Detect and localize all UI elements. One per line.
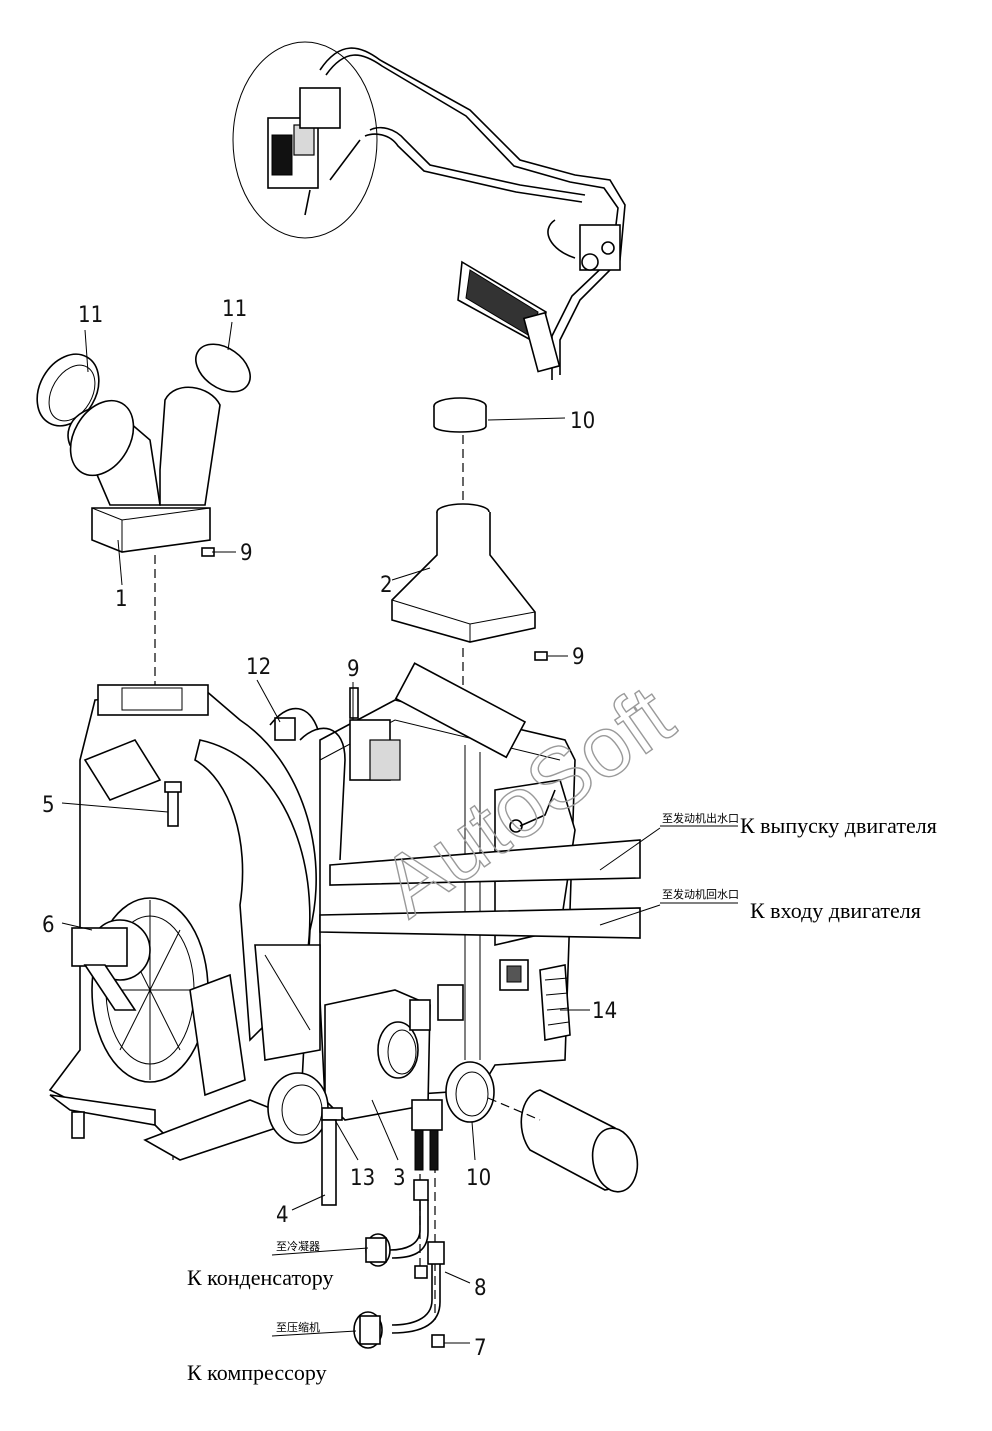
callout-8: 8	[474, 1276, 487, 1301]
callout-9c: 9	[347, 657, 360, 682]
callout-3: 3	[393, 1166, 406, 1191]
callout-1: 1	[115, 587, 128, 612]
callout-6: 6	[42, 913, 55, 938]
callout-4: 4	[276, 1203, 289, 1228]
label-compressor-cn: 至压缩机	[276, 1320, 320, 1334]
callout-11b: 11	[222, 297, 247, 322]
engine-water-pipes	[319, 839, 641, 939]
label-engine-inlet-ru: К входу двигателя	[750, 898, 921, 923]
expansion-valve-detail	[267, 87, 341, 216]
callout-9b: 9	[572, 645, 585, 670]
callout-9a: 9	[240, 541, 253, 566]
heat-exchanger-core	[457, 260, 561, 373]
callout-2: 2	[380, 573, 393, 598]
callout-5: 5	[42, 793, 55, 818]
cap-10-top	[433, 397, 487, 433]
lower-refrigerant-lines	[353, 1179, 445, 1349]
label-compressor-ru: К компрессору	[187, 1360, 327, 1385]
callout-numbers: 11 11 1 9 10 2 9 12 9 5 6 14 13 3 10 4 8…	[42, 297, 617, 1361]
callout-14: 14	[592, 999, 617, 1024]
label-condenser-cn: 至冷凝器	[276, 1239, 320, 1253]
label-condenser-ru: К конденсатору	[187, 1265, 334, 1290]
callout-11a: 11	[78, 303, 103, 328]
leader-lines	[61, 321, 661, 1344]
callout-12: 12	[246, 655, 271, 680]
hvac-main-housing	[48, 662, 641, 1206]
outlet-duct-2	[391, 503, 536, 643]
refrigerant-piping-assembly	[232, 41, 626, 380]
callout-10a: 10	[570, 409, 595, 434]
blower-fan-6	[71, 897, 209, 1083]
callout-10b: 10	[466, 1166, 491, 1191]
connection-labels: 至发动机出水口 К выпуску двигателя 至发动机回水口 К вх…	[187, 811, 937, 1385]
label-engine-outlet-ru: К выпуску двигателя	[740, 813, 937, 838]
duct-y-branch-1	[67, 386, 221, 553]
label-engine-outlet-cn: 至发动机出水口	[662, 811, 739, 825]
callout-13: 13	[350, 1166, 375, 1191]
valve-block	[547, 219, 621, 271]
label-engine-inlet-cn: 至发动机回水口	[662, 887, 739, 901]
callout-7: 7	[474, 1336, 487, 1361]
ring-11-right	[195, 343, 251, 393]
